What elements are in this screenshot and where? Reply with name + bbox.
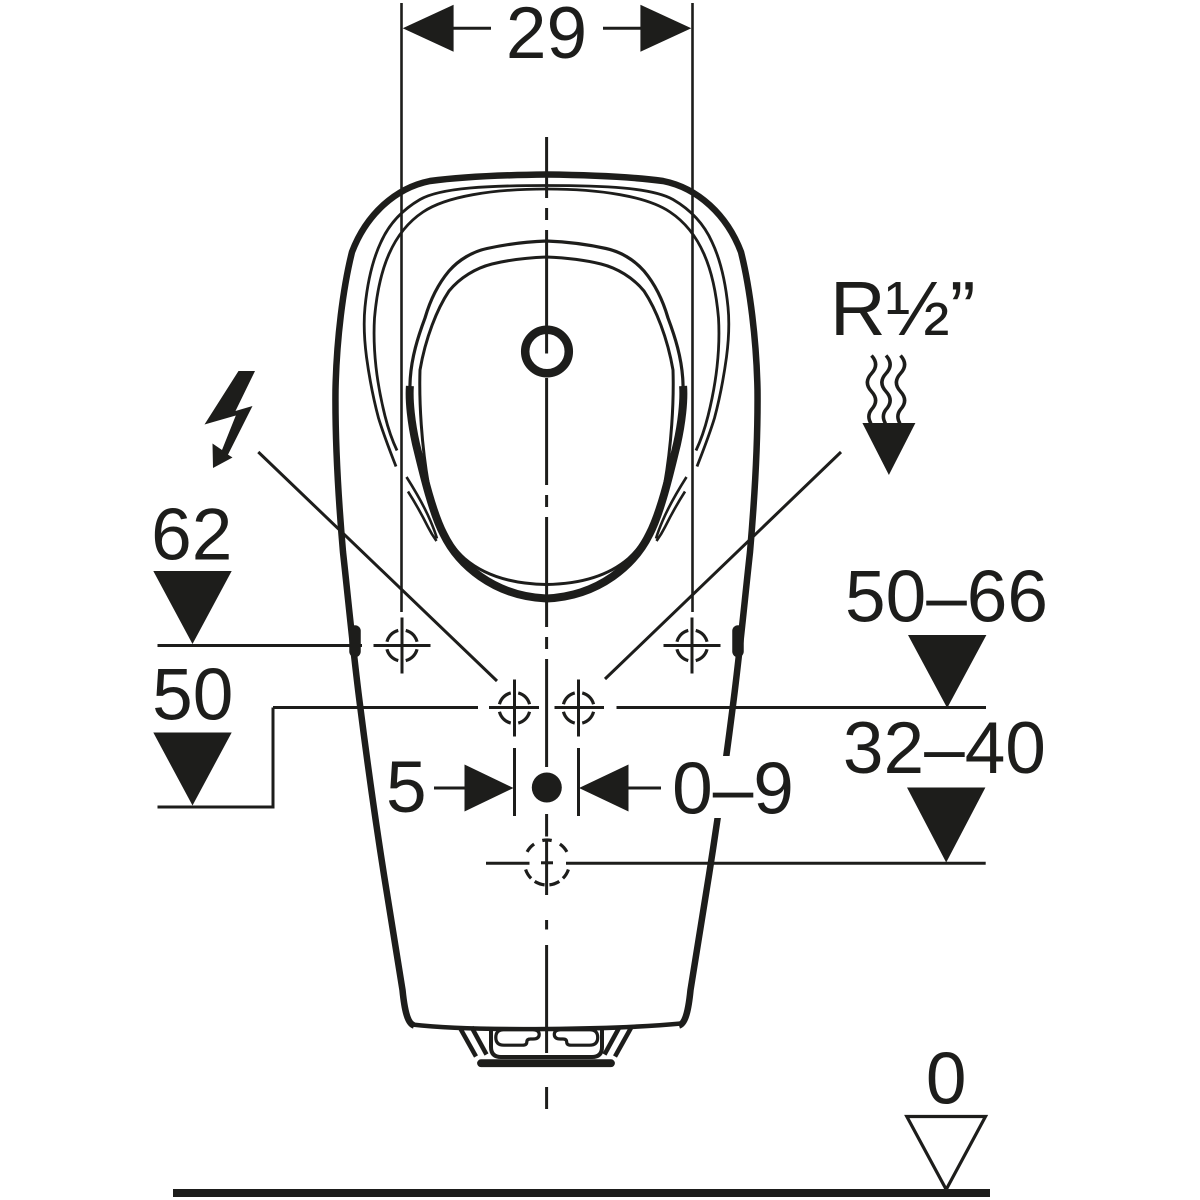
svg-text:62: 62 (151, 495, 232, 576)
svg-text:0–9: 0–9 (672, 749, 794, 830)
svg-text:50: 50 (152, 655, 233, 736)
svg-text:5: 5 (386, 747, 427, 828)
svg-text:50–66: 50–66 (845, 557, 1048, 638)
svg-text:32–40: 32–40 (843, 708, 1046, 789)
svg-text:0: 0 (926, 1039, 967, 1120)
svg-text:R½”: R½” (830, 266, 975, 352)
svg-text:29: 29 (506, 0, 587, 74)
